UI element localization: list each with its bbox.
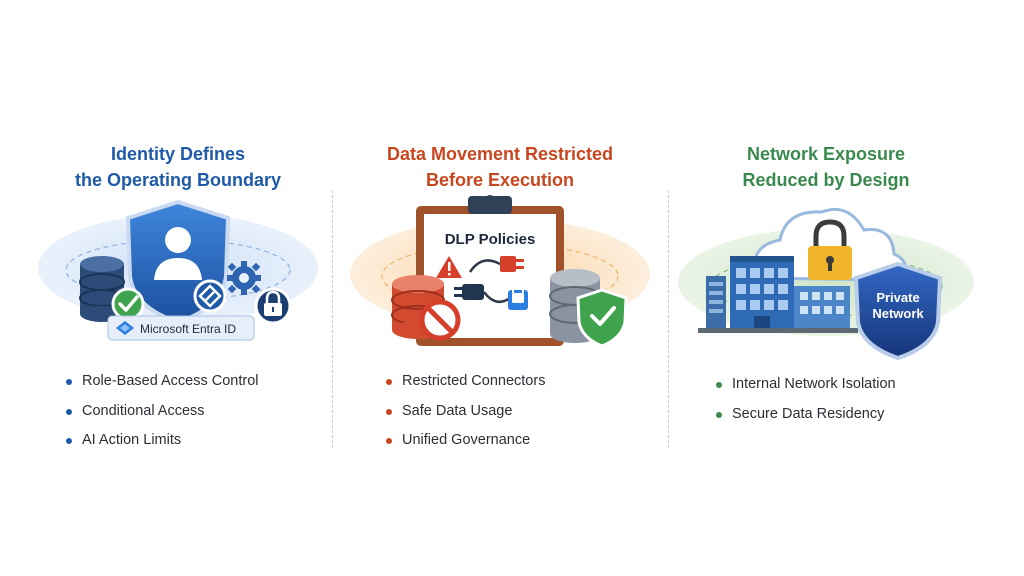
padlock-icon [508, 284, 528, 310]
bullet-dot [386, 438, 392, 444]
list-item: AI Action Limits [66, 426, 259, 456]
data-movement-illustration: DLP Policies [350, 190, 650, 360]
list-item-label: Safe Data Usage [402, 402, 513, 419]
column-divider [332, 190, 333, 448]
entra-logo-icon [116, 321, 134, 335]
list-item-label: Secure Data Residency [732, 405, 885, 422]
network-illustration: Private Network [676, 190, 976, 360]
padlock-icon [254, 287, 292, 325]
data-movement-bullet-list: Restricted Connectors Safe Data Usage Un… [386, 367, 545, 456]
gear-icon [227, 261, 261, 295]
plug-icon [454, 256, 524, 304]
shield-check-icon [576, 288, 628, 348]
bullet-dot [716, 382, 722, 388]
shield-label-line-1: Private [876, 290, 919, 305]
list-item: Internal Network Isolation [716, 370, 896, 400]
list-item: Role-Based Access Control [66, 367, 259, 397]
blocked-icon [419, 299, 461, 341]
identity-title-line-1: Identity Defines [110, 144, 246, 164]
list-item-label: Internal Network Isolation [732, 376, 896, 392]
padlock-icon [808, 219, 852, 280]
network-title-line-1: Network Exposure [746, 144, 906, 164]
entra-badge-label: Microsoft Entra ID [140, 322, 236, 336]
list-item-label: Conditional Access [82, 402, 205, 419]
identity-title: Identity Defines the Operating Boundary [28, 141, 328, 193]
data-movement-title: Data Movement Restricted Before Executio… [350, 141, 650, 193]
clipboard-title: DLP Policies [445, 231, 536, 248]
network-bullet-list: Internal Network Isolation Secure Data R… [716, 370, 896, 429]
list-item-label: Unified Governance [402, 432, 531, 448]
bullet-dot [386, 379, 392, 385]
list-item-label: AI Action Limits [82, 432, 182, 448]
identity-illustration: Microsoft Entra ID [28, 190, 328, 360]
bullet-dot [66, 379, 72, 385]
bullet-dot [386, 408, 392, 415]
server-icon [706, 276, 726, 328]
network-title-line-2: Reduced by Design [742, 170, 910, 190]
column-divider [668, 190, 669, 448]
list-item: Conditional Access [66, 397, 259, 427]
data-movement-title-line-2: Before Execution [425, 170, 575, 190]
identity-bullet-list: Role-Based Access Control Conditional Ac… [66, 367, 259, 456]
list-item: Restricted Connectors [386, 367, 545, 397]
building-icon [698, 256, 858, 333]
shield-icon: Private Network [853, 261, 943, 360]
identity-title-line-2: the Operating Boundary [74, 170, 281, 190]
network-column: Network Exposure Reduced by Design [676, 0, 976, 576]
bullet-dot [716, 411, 722, 418]
network-title: Network Exposure Reduced by Design [676, 141, 976, 193]
data-movement-column: Data Movement Restricted Before Executio… [350, 0, 650, 576]
list-item: Secure Data Residency [716, 400, 896, 430]
check-icon [111, 287, 145, 321]
shield-label-line-2: Network [872, 306, 924, 321]
bullet-dot [66, 438, 72, 444]
list-item: Unified Governance [386, 426, 545, 456]
bullet-dot [66, 408, 72, 415]
list-item: Safe Data Usage [386, 397, 545, 427]
warning-icon [436, 256, 462, 278]
list-item-label: Role-Based Access Control [82, 373, 259, 389]
entra-badge: Microsoft Entra ID [107, 315, 255, 341]
identity-column: Identity Defines the Operating Boundary [28, 0, 328, 576]
data-movement-title-line-1: Data Movement Restricted [386, 144, 614, 164]
list-item-label: Restricted Connectors [402, 373, 546, 389]
diamond-arrow-icon [193, 279, 227, 313]
